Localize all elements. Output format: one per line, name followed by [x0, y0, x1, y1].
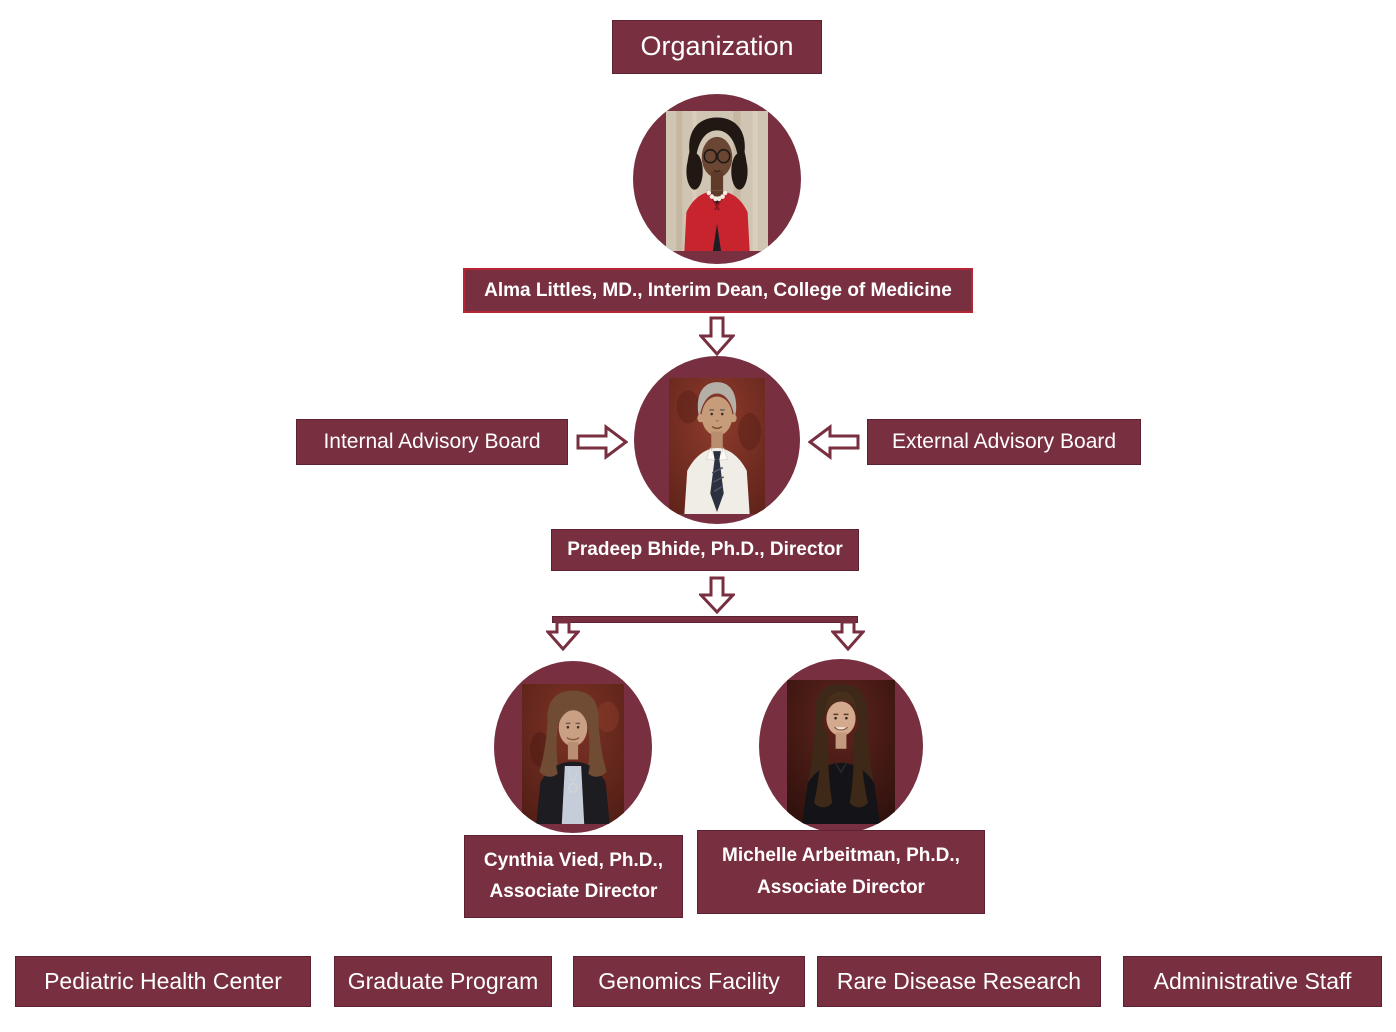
associate-director-title-line: Associate Director [757, 877, 925, 899]
unit-label: Genomics Facility [598, 968, 780, 995]
left-arrow-icon [808, 424, 860, 460]
director-name-box: Pradeep Bhide, Ph.D., Director [551, 529, 859, 571]
cynthia-vied-photo-icon [522, 684, 624, 824]
unit-administrative-staff: Administrative Staff [1123, 956, 1382, 1007]
internal-advisory-board-box: Internal Advisory Board [296, 419, 568, 465]
director-photo-circle [634, 356, 800, 524]
down-arrow-icon [831, 621, 865, 651]
unit-pediatric-health-center: Pediatric Health Center [15, 956, 311, 1007]
right-arrow-icon [576, 424, 628, 460]
dean-name-label: Alma Littles, MD., Interim Dean, College… [484, 279, 952, 301]
associate-director-name-line: Michelle Arbeitman, Ph.D., [722, 845, 960, 867]
down-arrow-icon [546, 621, 580, 651]
associate-director-title-line: Associate Director [489, 881, 658, 903]
associate-director-name-box: Cynthia Vied, Ph.D., Associate Director [464, 835, 683, 918]
dean-name-box: Alma Littles, MD., Interim Dean, College… [463, 268, 973, 313]
associate-director-photo-circle [494, 661, 652, 833]
external-advisory-board-label: External Advisory Board [891, 429, 1117, 453]
page-title: Organization [612, 20, 822, 74]
unit-label: Rare Disease Research [836, 968, 1082, 995]
page-title-label: Organization [640, 31, 794, 62]
unit-label: Graduate Program [347, 968, 539, 995]
down-arrow-icon [699, 316, 735, 356]
pradeep-bhide-photo-icon [669, 378, 765, 514]
unit-label: Administrative Staff [1153, 968, 1352, 995]
associate-director-photo-circle [759, 659, 923, 833]
michelle-arbeitman-photo-icon [787, 680, 895, 824]
associate-director-name-line: Cynthia Vied, Ph.D., [483, 849, 664, 871]
unit-rare-disease-research: Rare Disease Research [817, 956, 1101, 1007]
director-name-label: Pradeep Bhide, Ph.D., Director [567, 539, 843, 561]
alma-littles-photo-icon [666, 111, 768, 251]
external-advisory-board-box: External Advisory Board [867, 419, 1141, 465]
unit-genomics-facility: Genomics Facility [573, 956, 805, 1007]
down-arrow-icon [699, 576, 735, 614]
unit-label: Pediatric Health Center [44, 968, 282, 995]
unit-graduate-program: Graduate Program [334, 956, 552, 1007]
associate-director-name-box: Michelle Arbeitman, Ph.D., Associate Dir… [697, 830, 985, 914]
split-connector-bar [552, 616, 858, 623]
dean-photo-circle [633, 94, 801, 264]
internal-advisory-board-label: Internal Advisory Board [323, 429, 541, 453]
